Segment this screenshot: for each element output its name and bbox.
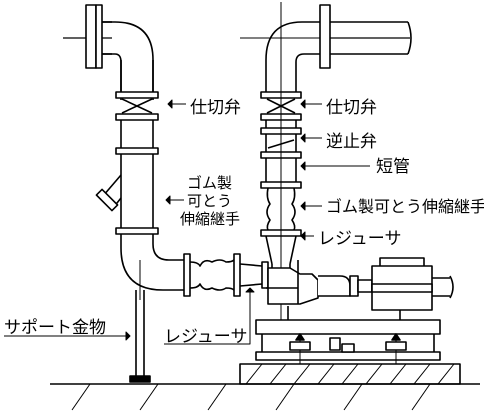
strainer (95, 174, 122, 212)
rubber-joint-right-label: ゴム製可とう伸縮継手 (326, 193, 484, 217)
rubber-joint-left-label-3: 伸縮継手 (180, 210, 241, 228)
gate-valve-label-right: 仕切弁 (326, 93, 377, 118)
reducer-right-label: レジューサ (318, 224, 402, 249)
reducer-bottom-label: レジューサ (164, 327, 248, 347)
base-frame (255, 306, 441, 366)
right-pipe-assembly (240, 2, 412, 320)
check-valve-label: 逆止弁 (326, 127, 377, 152)
floor (50, 383, 480, 411)
support-label: サポート金物 (4, 318, 106, 338)
left-gate-valve (115, 91, 159, 121)
left-pipe-assembly (63, 4, 269, 383)
pump-unit (266, 257, 454, 311)
gate-valve-label-left: 仕切弁 (190, 93, 241, 118)
rubber-joint-left-label-2: 可とう (187, 192, 233, 210)
rubber-joint-left-label-1: ゴム製 (187, 174, 233, 192)
leader-lines (4, 99, 370, 345)
short-pipe-label: 短管 (376, 152, 410, 177)
